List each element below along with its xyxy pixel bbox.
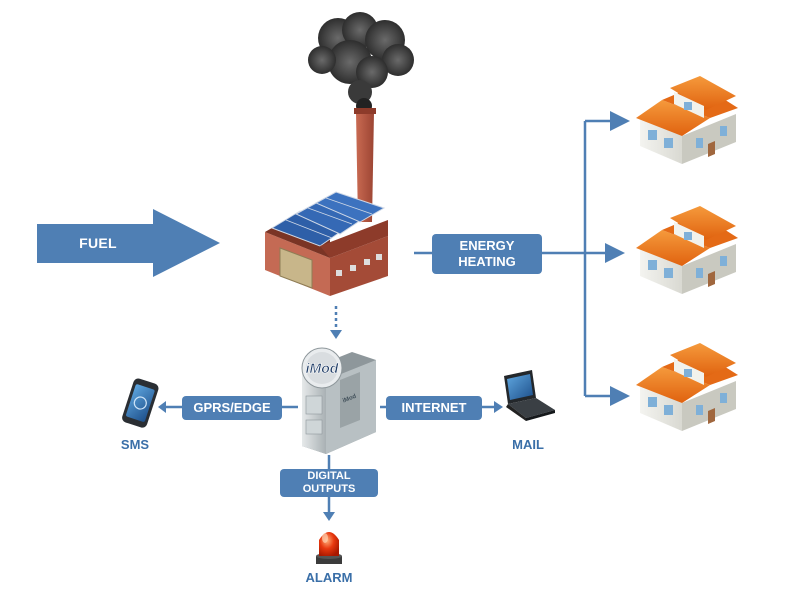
houses-group (636, 76, 738, 431)
imod-side-text: iMod (342, 394, 358, 405)
alarm-light-icon (316, 532, 342, 564)
heating-label: HEATING (458, 254, 516, 269)
internet-link (380, 401, 503, 413)
house-icon (636, 343, 738, 431)
mail-caption: MAIL (512, 437, 544, 452)
alarm-caption: ALARM (305, 570, 353, 585)
smoke-cloud-icon (308, 12, 414, 114)
smartphone-icon (122, 378, 159, 428)
internet-label: INTERNET (401, 400, 467, 415)
gprs-edge-badge: GPRS/EDGE (182, 396, 282, 420)
monitoring-link-arrow (330, 306, 342, 339)
laptop-icon (504, 370, 555, 421)
digital-outputs-badge: DIGITAL OUTPUTS (280, 469, 378, 497)
factory-icon (265, 108, 388, 296)
gprs-link (158, 401, 298, 413)
digital-label: DIGITAL (307, 470, 351, 482)
distribution-lines (414, 111, 630, 406)
outputs-label: OUTPUTS (302, 483, 356, 495)
fuel-arrow (37, 209, 220, 277)
internet-badge: INTERNET (386, 396, 482, 420)
gprs-edge-label: GPRS/EDGE (193, 400, 271, 415)
imod-device-icon: iMod iMod (301, 347, 376, 454)
digital-outputs-link (323, 455, 335, 521)
house-icon (636, 76, 738, 164)
house-icon (636, 206, 738, 294)
fuel-label: FUEL (79, 235, 117, 251)
energy-heating-badge: ENERGY HEATING (432, 234, 542, 274)
sms-caption: SMS (120, 437, 150, 452)
imod-logo-text: iMod (306, 360, 339, 376)
energy-label: ENERGY (459, 238, 515, 253)
